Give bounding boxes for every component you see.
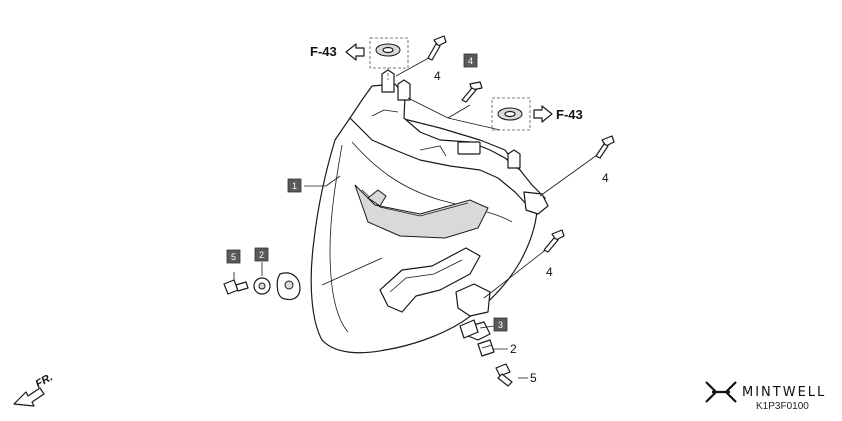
callout-5-bottom: 5 <box>530 371 537 385</box>
ref-group-right: F-43 <box>491 97 583 131</box>
svg-text:2: 2 <box>259 250 264 260</box>
callout-box-1 <box>287 178 302 193</box>
callout-4-right-lower: 4 <box>546 265 553 279</box>
callout-box-5 <box>226 249 241 264</box>
bolt-right-lower: 4 <box>543 229 565 279</box>
callout-4-right-upper: 4 <box>602 171 609 185</box>
callout-box-2 <box>254 247 269 262</box>
brand-name: MINTWELL <box>742 385 826 400</box>
screw-left <box>223 279 249 295</box>
svg-text:4: 4 <box>468 56 473 66</box>
arrow-right-icon <box>533 105 553 123</box>
left-fasteners: 5 2 <box>223 247 301 301</box>
grommet-bottom <box>459 319 479 339</box>
arrow-left-icon <box>345 43 365 61</box>
ref-label-right: F-43 <box>556 107 583 122</box>
detail-box-top <box>369 37 409 69</box>
direction-label: FR. <box>34 371 55 390</box>
svg-text:3: 3 <box>498 320 503 330</box>
leader-lines <box>233 54 605 379</box>
ref-label-top: F-43 <box>310 44 337 59</box>
svg-text:5: 5 <box>231 252 236 262</box>
bottom-fasteners: 3 2 5 <box>459 317 537 387</box>
diagram-code: K1P3F0100 <box>756 401 809 412</box>
collar-left <box>253 277 271 295</box>
brand-block: MINTWELL K1P3F0100 <box>705 381 826 412</box>
callout-box-3 <box>493 317 508 332</box>
bolt-right-upper: 4 <box>595 135 615 185</box>
front-direction-indicator: FR. <box>13 371 55 407</box>
callout-4-top: 4 <box>434 69 441 83</box>
arrow-front-icon <box>13 387 45 407</box>
headlight-assembly <box>310 69 549 354</box>
brand-logo-icon <box>705 381 737 403</box>
callout-2-bottom: 2 <box>510 342 517 356</box>
ref-group-top: F-43 <box>310 37 409 80</box>
bolt-box-4: 4 <box>461 53 483 103</box>
grommet-left <box>276 272 301 301</box>
svg-text:1: 1 <box>292 181 297 191</box>
bolt-top: 4 <box>427 35 447 83</box>
callout-box-1-group: 1 <box>287 178 302 193</box>
bolt-bottom <box>495 363 513 387</box>
clip-bottom <box>477 339 495 357</box>
callout-box-4 <box>463 53 478 68</box>
